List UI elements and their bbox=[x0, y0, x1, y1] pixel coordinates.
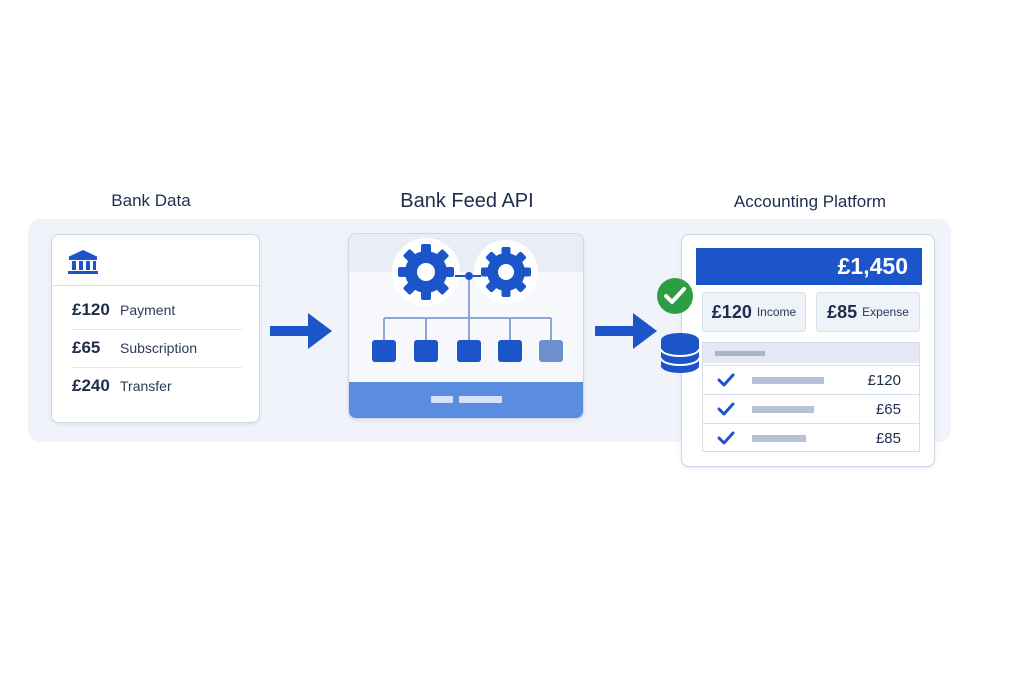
accounting-platform-card: £1,450 £120 Income £85 Expense £120 £65 … bbox=[681, 234, 935, 467]
accounting-platform-title: Accounting Platform bbox=[733, 192, 887, 211]
transaction-amount: £85 bbox=[875, 430, 901, 447]
table-header bbox=[703, 343, 919, 363]
bank-row: £240 Transfer bbox=[72, 367, 242, 405]
checkmark-icon bbox=[717, 373, 735, 387]
arrow-right-icon bbox=[595, 313, 657, 349]
bank-data-card: £120 Payment £65 Subscription £240 Trans… bbox=[51, 234, 260, 423]
checkmark-icon bbox=[717, 402, 735, 416]
transaction-amount: £65 bbox=[875, 401, 901, 418]
api-network-diagram bbox=[372, 238, 563, 362]
database-icon bbox=[660, 333, 700, 373]
bank-row: £120 Payment bbox=[72, 291, 242, 329]
success-check-icon bbox=[657, 278, 693, 314]
gear-icon bbox=[398, 244, 454, 300]
bank-data-title: Bank Data bbox=[111, 191, 191, 210]
gear-icon bbox=[481, 247, 531, 297]
income-label: Income bbox=[756, 305, 797, 319]
api-card-header bbox=[349, 234, 583, 272]
table-row: £65 bbox=[703, 394, 919, 423]
income-value: £120 bbox=[711, 301, 752, 322]
total-balance: £1,450 bbox=[696, 248, 922, 285]
table-row: £85 bbox=[703, 423, 919, 452]
footer-placeholder-bar bbox=[459, 396, 502, 403]
bank-icon bbox=[68, 250, 98, 274]
bank-row-amount: £65 bbox=[72, 338, 101, 357]
row-placeholder-bar bbox=[752, 406, 814, 413]
table-row: £120 bbox=[703, 365, 919, 394]
bank-feed-api-title: Bank Feed API bbox=[400, 190, 534, 212]
expense-label: Expense bbox=[862, 305, 909, 319]
api-card-footer bbox=[349, 382, 583, 418]
bank-row-label: Subscription bbox=[120, 340, 198, 356]
expense-stat: £85 Expense bbox=[816, 292, 920, 332]
checkmark-icon bbox=[717, 431, 735, 445]
bank-row-label: Transfer bbox=[120, 378, 172, 394]
bank-row-amount: £240 bbox=[72, 376, 110, 395]
footer-placeholder-bar bbox=[431, 396, 453, 403]
arrow-right-icon bbox=[270, 313, 332, 349]
bank-card-divider bbox=[52, 285, 259, 286]
income-stat: £120 Income bbox=[702, 292, 806, 332]
row-placeholder-bar bbox=[752, 377, 824, 384]
expense-value: £85 bbox=[827, 301, 858, 322]
bank-row-label: Payment bbox=[120, 302, 176, 318]
row-placeholder-bar bbox=[752, 435, 806, 442]
node-icon bbox=[465, 272, 473, 280]
bank-row-amount: £120 bbox=[72, 300, 110, 319]
transactions-table: £120 £65 £85 bbox=[702, 342, 920, 452]
bank-feed-api-card bbox=[348, 233, 584, 419]
transaction-amount: £120 bbox=[867, 372, 901, 389]
bank-row: £65 Subscription bbox=[72, 329, 242, 367]
